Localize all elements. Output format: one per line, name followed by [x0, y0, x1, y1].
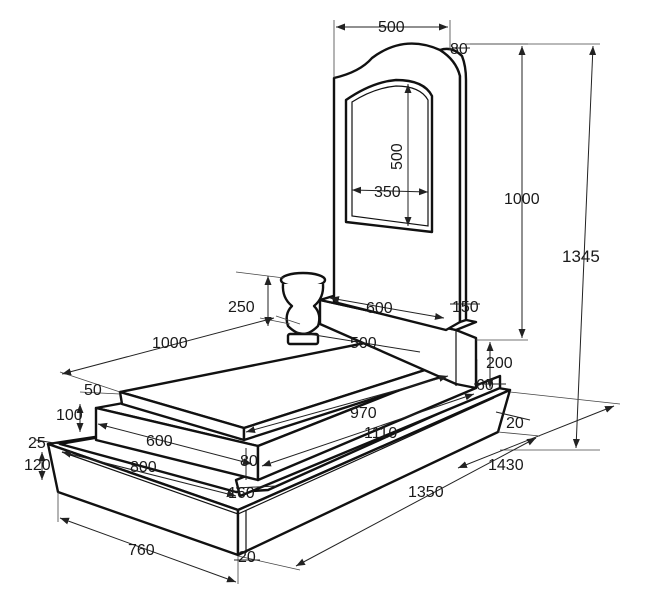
dimension-labels: 500 80 500 350 1000 1345 250 600 150 500… — [24, 19, 600, 566]
label-tier-width: 600 — [146, 433, 173, 450]
label-stele-width: 500 — [378, 19, 405, 36]
label-base-edge: 25 — [28, 435, 46, 452]
dimension-lines — [35, 20, 621, 584]
label-border-80: 80 — [240, 453, 258, 470]
label-flowerbed-length: 970 — [350, 405, 377, 422]
label-pedestal-height: 200 — [486, 355, 513, 372]
stele-side — [438, 47, 468, 324]
label-front-edge: 20 — [238, 549, 256, 566]
label-base-height: 120 — [24, 457, 51, 474]
label-side-gap: 20 — [506, 415, 524, 432]
label-tier-offset: 50 — [84, 382, 102, 399]
label-stele-top-thickness: 80 — [450, 41, 468, 58]
vase-body — [281, 283, 325, 336]
label-front-width: 760 — [128, 542, 155, 559]
label-overall-length: 1000 — [152, 335, 188, 352]
label-total-height: 1345 — [562, 247, 600, 266]
label-flowerbed-width: 500 — [350, 335, 377, 352]
label-small-gap: 60 — [476, 377, 494, 394]
label-border-160: 160 — [228, 485, 255, 502]
vase-foot — [286, 332, 320, 346]
label-stele-base-length: 600 — [366, 300, 393, 317]
label-stele-height: 1000 — [504, 191, 540, 208]
label-tier-length: 1110 — [364, 425, 397, 442]
label-platform-length: 1350 — [408, 484, 444, 501]
label-tier-thickness: 100 — [56, 407, 83, 424]
vase — [279, 271, 327, 346]
label-window-width: 350 — [374, 184, 401, 201]
label-inner-width: 800 — [130, 459, 157, 476]
label-platform-width: 1430 — [488, 457, 524, 474]
label-stele-base-depth: 150 — [452, 299, 479, 316]
label-vase-height: 250 — [228, 299, 255, 316]
label-window-height: 500 — [389, 143, 406, 170]
